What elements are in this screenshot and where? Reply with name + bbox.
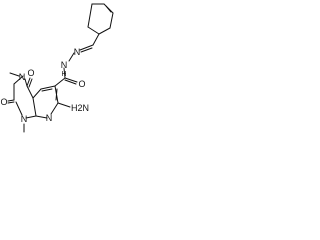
- n-methyl-top-label: N: [19, 72, 26, 82]
- hydrazone-n-label: N: [74, 47, 81, 57]
- amide-oxygen-label: O: [78, 79, 85, 89]
- oxygen-top-label: O: [27, 68, 34, 78]
- hydrazine-bond: [68, 52, 75, 62]
- carbonyl-bonds: [7, 77, 33, 104]
- ring-nitrogen-label: N: [46, 113, 53, 123]
- amide-group: [54, 67, 78, 87]
- pyridine-ring: [32, 85, 59, 119]
- imine-linker: [79, 33, 100, 53]
- oxygen-left-label: O: [0, 97, 7, 107]
- amide-h-label: H: [61, 71, 66, 78]
- structure-svg: O N O N N O N H N H2N: [0, 3, 114, 133]
- amino-bond: [57, 102, 71, 108]
- pyrimidinedione-ring: [13, 75, 37, 119]
- amide-nh-label: N: [61, 60, 68, 70]
- n-methyl-bottom-label: N: [21, 114, 28, 124]
- methyl-bonds: [9, 72, 25, 133]
- amino-label: H2N: [71, 103, 89, 113]
- chemical-structure-diagram: O N O N N O N H N H2N: [0, 0, 134, 148]
- cyclohexene-ring: [87, 3, 114, 35]
